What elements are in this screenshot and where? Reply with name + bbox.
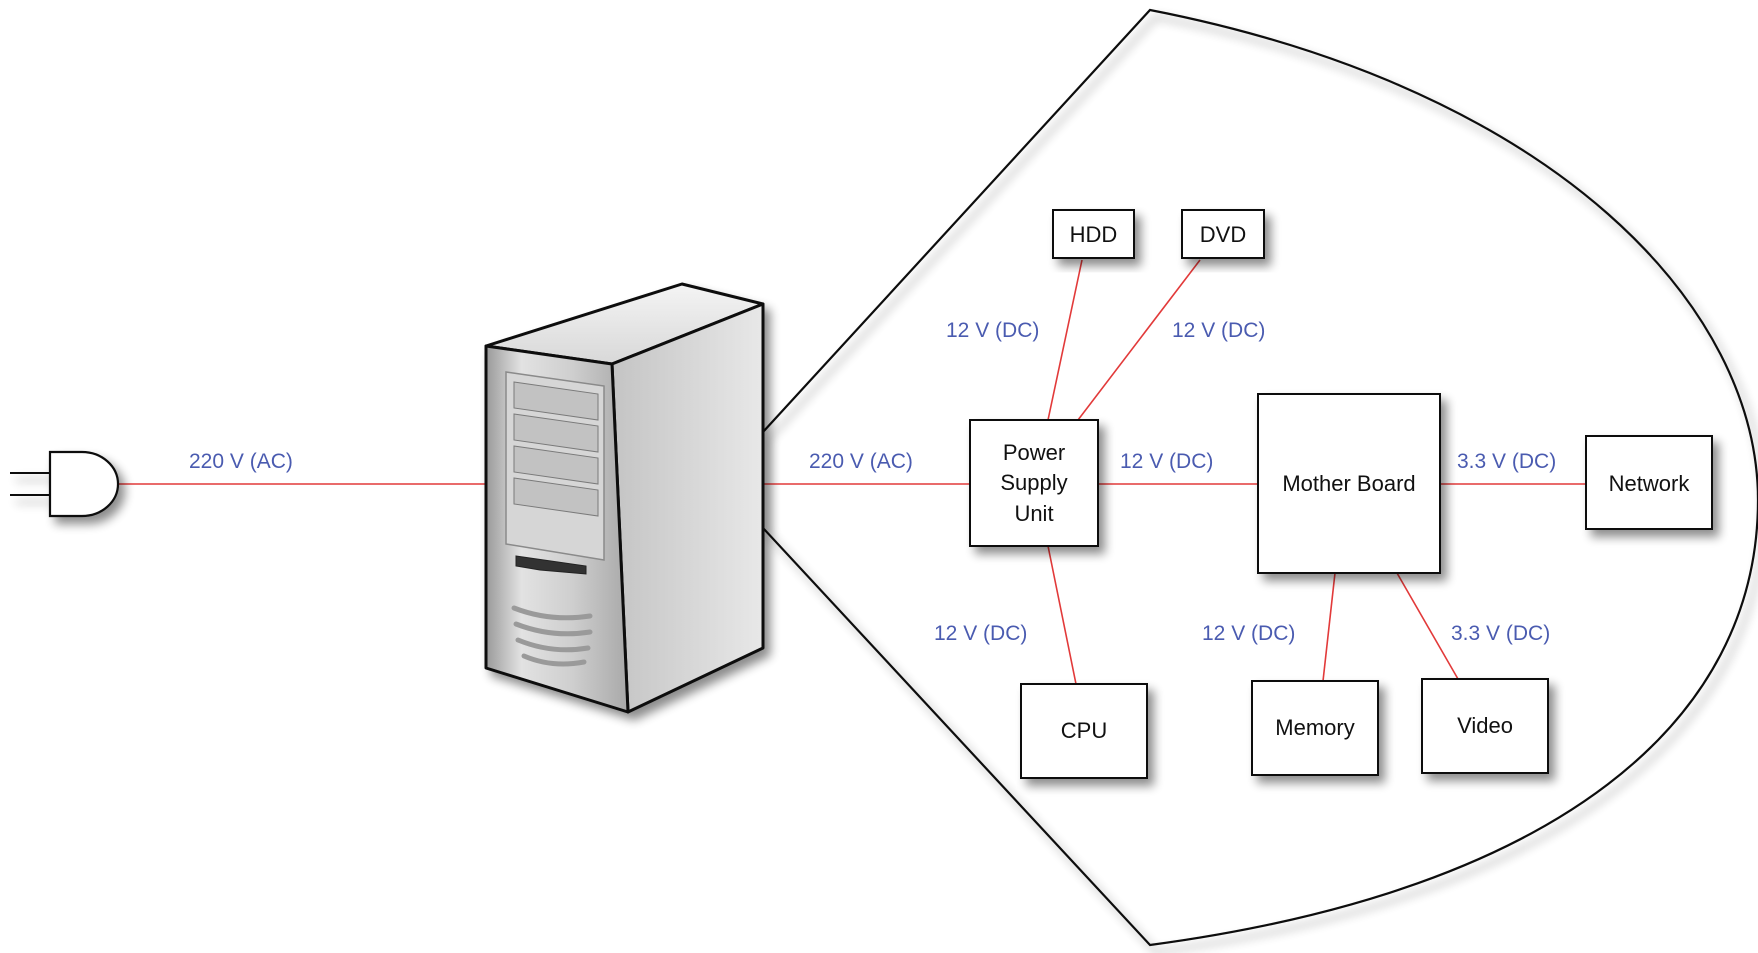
motherboard-box: Mother Board bbox=[1257, 393, 1441, 574]
wires bbox=[118, 259, 1586, 685]
wire-motherboard-memory bbox=[1322, 572, 1336, 682]
label-motherboard-video: 3.3 V (DC) bbox=[1451, 622, 1550, 645]
hdd-box: HDD bbox=[1052, 209, 1135, 259]
motherboard-label: Mother Board bbox=[1282, 471, 1415, 496]
label-motherboard-memory: 12 V (DC) bbox=[1202, 622, 1295, 645]
cpu-label: CPU bbox=[1061, 718, 1107, 743]
label-computer-psu: 220 V (AC) bbox=[809, 450, 913, 473]
memory-label: Memory bbox=[1275, 715, 1354, 740]
memory-box: Memory bbox=[1251, 680, 1379, 776]
label-psu-hdd: 12 V (DC) bbox=[946, 319, 1039, 342]
wire-labels: 220 V (AC) 220 V (AC) 12 V (DC) 12 V (DC… bbox=[189, 319, 1556, 645]
label-psu-cpu: 12 V (DC) bbox=[934, 622, 1027, 645]
psu-label-line2: Supply bbox=[1000, 470, 1067, 495]
zoom-outline bbox=[761, 8, 1758, 947]
dvd-box: DVD bbox=[1181, 209, 1265, 259]
psu-label-line1: Power bbox=[1003, 440, 1065, 465]
label-psu-dvd: 12 V (DC) bbox=[1172, 319, 1265, 342]
video-label: Video bbox=[1457, 713, 1513, 738]
dvd-label: DVD bbox=[1200, 222, 1246, 247]
power-plug-icon bbox=[10, 450, 120, 518]
network-box: Network bbox=[1585, 435, 1713, 530]
label-motherboard-network: 3.3 V (DC) bbox=[1457, 450, 1556, 473]
psu-label-line3: Unit bbox=[1014, 501, 1053, 526]
video-box: Video bbox=[1421, 678, 1549, 774]
power-supply-unit-box: Power Supply Unit bbox=[969, 419, 1099, 547]
label-psu-motherboard: 12 V (DC) bbox=[1120, 450, 1213, 473]
wire-psu-dvd bbox=[1077, 259, 1201, 421]
wire-motherboard-video bbox=[1396, 572, 1459, 680]
cpu-box: CPU bbox=[1020, 683, 1148, 779]
label-mains-computer: 220 V (AC) bbox=[189, 450, 293, 473]
hdd-label: HDD bbox=[1070, 222, 1118, 247]
wire-psu-cpu bbox=[1047, 545, 1077, 685]
server-tower-icon bbox=[484, 282, 765, 714]
network-label: Network bbox=[1609, 471, 1691, 496]
wire-psu-hdd bbox=[1047, 259, 1083, 421]
